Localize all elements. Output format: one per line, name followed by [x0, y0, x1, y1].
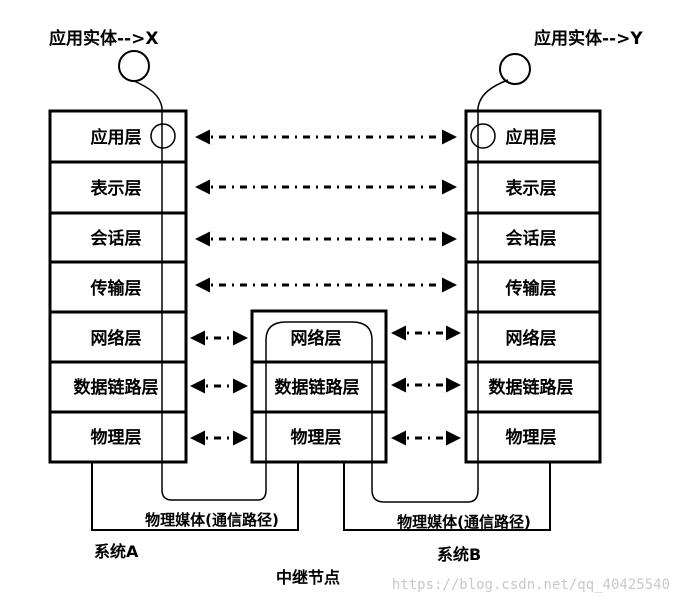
- peer-arrows: [190, 129, 461, 446]
- medium-left-label: 物理媒体(通信路径): [145, 511, 279, 529]
- system-b-sap-circle: [470, 123, 496, 149]
- entity-x-circle: [118, 50, 150, 82]
- relay-node-stack: 网络层 数据链路层 物理层: [250, 309, 388, 464]
- system-a-datalink-layer: 数据链路层: [74, 377, 159, 398]
- medium-left-line: [91, 462, 299, 531]
- entity-y-circle: [499, 53, 531, 85]
- system-b-presentation-layer: 表示层: [506, 178, 557, 199]
- entity-x-label: 应用实体-->X: [49, 28, 158, 49]
- system-a-stack: 应用层 表示层 会话层 传输层 网络层 数据链路层 物理层: [48, 109, 188, 464]
- data-path: [133, 79, 509, 503]
- system-a-presentation-layer: 表示层: [91, 178, 142, 199]
- medium-right-line: [343, 462, 551, 531]
- system-b-application-layer: 应用层: [506, 127, 557, 148]
- system-a-transport-layer: 传输层: [90, 278, 142, 299]
- relay-network-layer: 网络层: [291, 328, 342, 349]
- system-b-label: 系统B: [437, 545, 481, 564]
- entity-y-label: 应用实体-->Y: [534, 28, 643, 49]
- system-b-stack: 应用层 表示层 会话层 传输层 网络层 数据链路层 物理层: [464, 109, 602, 464]
- relay-outer: [250, 309, 388, 464]
- system-a-label: 系统A: [94, 542, 139, 561]
- watermark-text: https://blog.csdn.net/qq_40425540: [392, 577, 670, 593]
- system-b-transport-layer: 传输层: [505, 278, 557, 299]
- system-a-application-layer: 应用层: [91, 127, 142, 148]
- medium-right-label: 物理媒体(通信路径): [397, 513, 531, 531]
- relay-physical-layer: 物理层: [291, 427, 342, 448]
- system-b-outer: [464, 109, 602, 464]
- system-a-network-layer: 网络层: [91, 328, 142, 349]
- physical-media: [91, 462, 551, 531]
- data-path-line: [133, 79, 509, 503]
- system-a-session-layer: 会话层: [91, 228, 142, 249]
- relay-datalink-layer: 数据链路层: [275, 377, 360, 398]
- system-b-physical-layer: 物理层: [506, 427, 557, 448]
- relay-node-label: 中继节点: [276, 568, 340, 587]
- system-a-sap-circle: [150, 123, 176, 149]
- system-b-network-layer: 网络层: [506, 328, 557, 349]
- system-a-physical-layer: 物理层: [91, 427, 142, 448]
- system-b-session-layer: 会话层: [506, 228, 557, 249]
- system-a-outer: [48, 109, 188, 464]
- system-b-datalink-layer: 数据链路层: [489, 377, 574, 398]
